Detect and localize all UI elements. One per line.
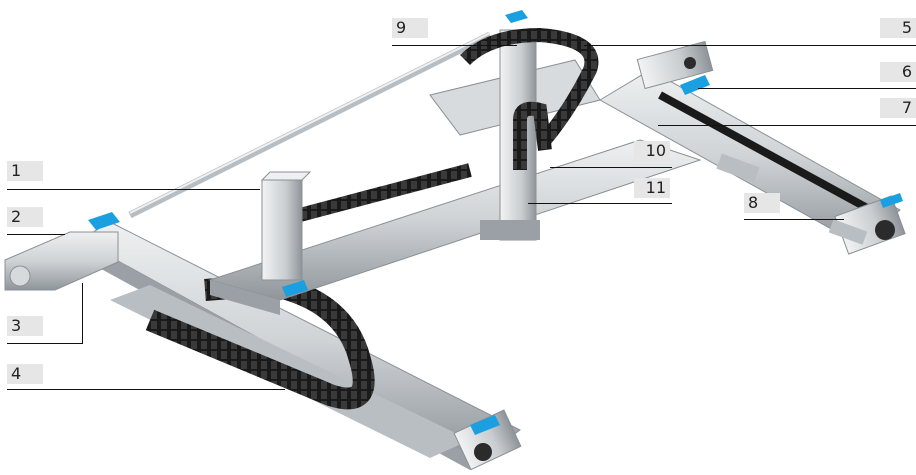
- callout-4-number: 4: [7, 364, 43, 384]
- callout-4-leader: [7, 389, 285, 390]
- vertical-post: [260, 171, 312, 281]
- callout-2-leader: [7, 234, 65, 235]
- callout-7-number: 7: [880, 98, 916, 118]
- callout-9-number: 9: [392, 18, 428, 38]
- callout-3-leader: [7, 343, 83, 344]
- callout-5-number: 5: [880, 18, 916, 38]
- callout-7-leader: [658, 125, 916, 126]
- callout-2-number: 2: [7, 207, 43, 227]
- callout-11-leader: [528, 203, 672, 204]
- callout-3-leader-vertical: [82, 283, 83, 343]
- callout-6-number: 6: [880, 62, 916, 82]
- callout-9-leader: [392, 45, 517, 46]
- support-foot: [716, 153, 760, 183]
- callout-8-number: 8: [744, 193, 780, 213]
- x-axis-beam: [208, 139, 702, 315]
- callout-3-number: 3: [7, 316, 43, 336]
- x-axis-chain: [298, 163, 472, 222]
- left-end-block: [4, 212, 120, 291]
- callout-1-number: 1: [7, 161, 43, 181]
- blue-end-cap-left: [88, 212, 120, 230]
- callout-10-leader: [550, 167, 672, 168]
- callout-1-leader: [7, 189, 260, 190]
- callout-6-leader: [698, 88, 916, 89]
- callout-5-leader: [584, 45, 916, 46]
- callout-11-number: 11: [634, 178, 670, 198]
- callout-8-leader: [744, 219, 844, 220]
- callout-10-number: 10: [634, 141, 670, 161]
- support-foot: [828, 219, 868, 245]
- blue-end-cap: [470, 415, 500, 435]
- connecting-shaft: [128, 31, 492, 219]
- front-energy-chain: [145, 273, 375, 410]
- z-axis: [429, 10, 601, 241]
